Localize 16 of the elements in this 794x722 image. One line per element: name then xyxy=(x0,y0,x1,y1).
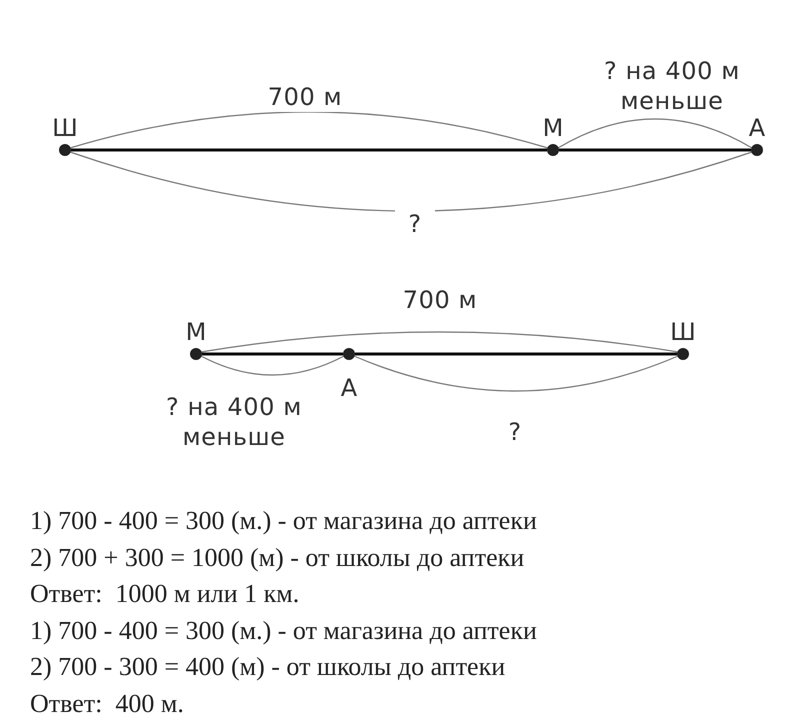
arc-bracket xyxy=(354,355,678,392)
arc-bracket xyxy=(70,151,752,212)
arc-bracket xyxy=(70,111,548,149)
solution-line: 2) 700 + 300 = 1000 (м) - от школы до аптеки xyxy=(30,542,526,574)
line-segment xyxy=(355,352,677,356)
solution-line: 1) 700 - 400 = 300 (м.) - от магазина до аптеки xyxy=(30,505,537,537)
line-segment xyxy=(71,148,547,152)
arc-bracket xyxy=(558,118,752,149)
solution-line: 2) 700 - 300 = 400 (м) - от школы до аптеки xyxy=(30,651,506,683)
line-segment xyxy=(559,148,751,152)
solution-line: Ответ: 400 м. xyxy=(30,688,185,720)
arc-bracket xyxy=(200,355,344,376)
solution-line: Ответ: 1000 м или 1 км. xyxy=(30,578,300,610)
arc-bracket xyxy=(200,331,678,353)
solution-line: 1) 700 - 400 = 300 (м.) - от магазина до аптеки xyxy=(30,614,537,646)
line-segment xyxy=(202,352,343,356)
